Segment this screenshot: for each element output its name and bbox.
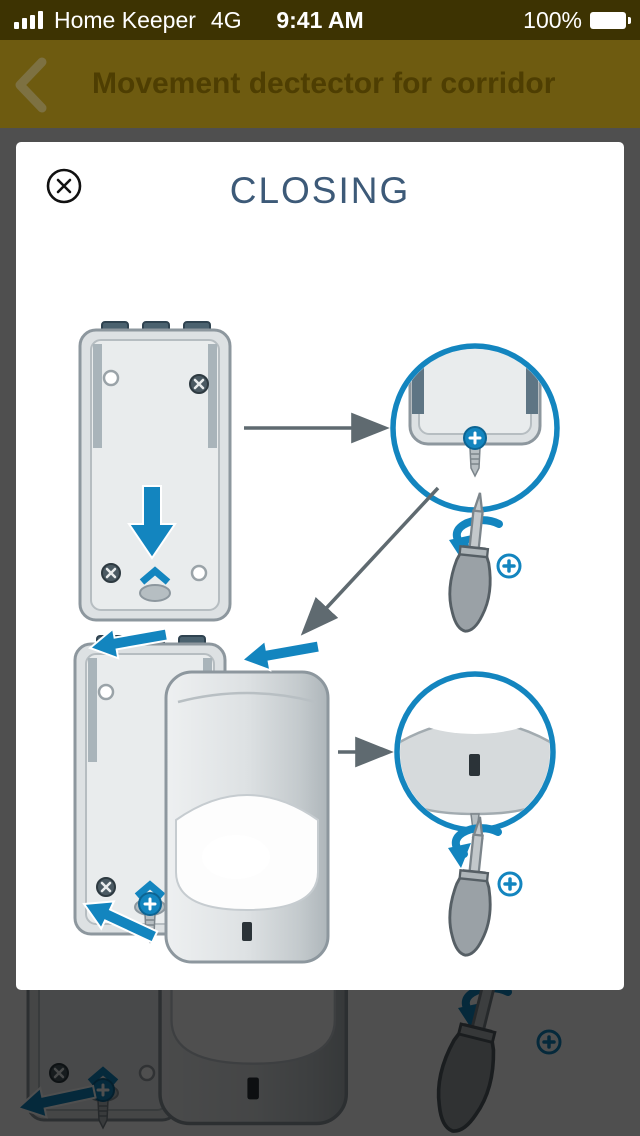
battery-percent-label: 100% [523,6,582,33]
instruction-modal: CLOSING [16,142,624,990]
phillips-badge-1 [496,553,522,579]
detector-cover [164,670,330,964]
modal-title: CLOSING [229,170,411,211]
close-button[interactable] [44,166,84,206]
circle-x-icon [46,168,82,204]
step-arrow-diagonal [300,486,440,636]
back-button[interactable] [6,54,58,116]
network-type-label: 4G [210,6,242,33]
zoom-detail-base-screw [396,349,554,507]
nav-bar: Movement dectector for corridor [0,40,640,128]
blue-down-arrow [127,485,177,560]
battery-icon [590,11,631,29]
status-bar-right: 100% [523,6,631,34]
screwdriver-1 [444,489,502,635]
zoom-detail-closed-bottom [400,677,550,827]
closing-instructions-diagram [16,232,560,964]
carrier-label: Home Keeper [54,6,196,33]
status-bar: Home Keeper 4G 9:41 AM 100% [0,0,640,40]
slide-arrow-top-right [238,630,323,676]
detector-base-plate [80,322,230,620]
status-bar-left: Home Keeper 4G [14,7,242,34]
chevron-left-icon [15,57,47,113]
phillips-badge-2 [497,871,523,897]
dimmed-instruction-artwork [0,990,640,1136]
clock-label: 9:41 AM [276,6,364,33]
page-title: Movement dectector for corridor [92,67,556,100]
signal-strength-icon [14,11,43,29]
